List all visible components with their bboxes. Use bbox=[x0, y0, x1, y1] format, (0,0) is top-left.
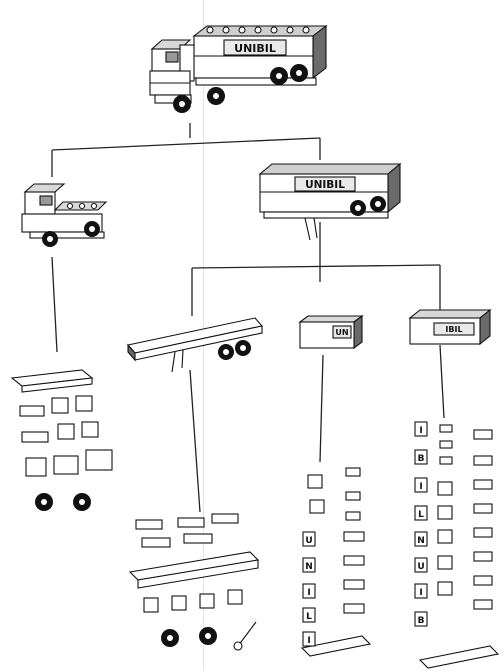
svg-text:I: I bbox=[419, 588, 422, 598]
svg-text:N: N bbox=[305, 562, 313, 572]
truck-cab bbox=[150, 40, 194, 103]
letter-tile: U bbox=[415, 558, 427, 572]
trailer-label: UNIBIL bbox=[305, 179, 345, 191]
cab-subassembly bbox=[22, 184, 106, 247]
complete-truck-label: UNIBIL bbox=[234, 42, 276, 55]
letter-tile: B bbox=[415, 612, 427, 626]
letter-tile: N bbox=[303, 558, 315, 572]
svg-text:I: I bbox=[307, 636, 310, 646]
box-un-label: UN bbox=[335, 328, 348, 337]
flatbed-chassis bbox=[128, 318, 262, 372]
letter-tile: I bbox=[415, 422, 427, 436]
box-un: UN bbox=[300, 316, 362, 348]
svg-text:B: B bbox=[418, 454, 425, 464]
svg-text:N: N bbox=[417, 536, 425, 546]
cab-parts bbox=[12, 370, 112, 511]
letter-tile: I bbox=[303, 632, 315, 646]
letter-tile: U bbox=[303, 532, 315, 546]
box-ibil-plates bbox=[420, 425, 498, 668]
svg-text:B: B bbox=[418, 616, 425, 626]
letter-tile: N bbox=[415, 532, 427, 546]
letter-tile: L bbox=[415, 506, 427, 520]
box-ibil-label: IBIL bbox=[445, 325, 462, 334]
letter-tile: I bbox=[303, 584, 315, 598]
svg-text:U: U bbox=[305, 536, 312, 546]
trailer-subassembly: UNIBIL bbox=[260, 164, 400, 240]
svg-text:I: I bbox=[419, 426, 422, 436]
svg-text:U: U bbox=[417, 562, 424, 572]
svg-text:L: L bbox=[418, 510, 424, 520]
complete-truck: UNIBIL bbox=[150, 26, 326, 113]
svg-text:I: I bbox=[419, 482, 422, 492]
letter-tiles-right: I B I L N U I bbox=[415, 422, 427, 626]
letter-tile: L bbox=[303, 608, 315, 622]
letter-tiles-middle: U N I L I bbox=[303, 532, 315, 646]
letter-tile: B bbox=[415, 450, 427, 464]
letter-tile: I bbox=[415, 478, 427, 492]
chassis-parts bbox=[130, 514, 258, 650]
svg-text:I: I bbox=[307, 588, 310, 598]
letter-tile: I bbox=[415, 584, 427, 598]
box-ibil: IBIL bbox=[410, 310, 490, 344]
svg-text:L: L bbox=[306, 612, 312, 622]
